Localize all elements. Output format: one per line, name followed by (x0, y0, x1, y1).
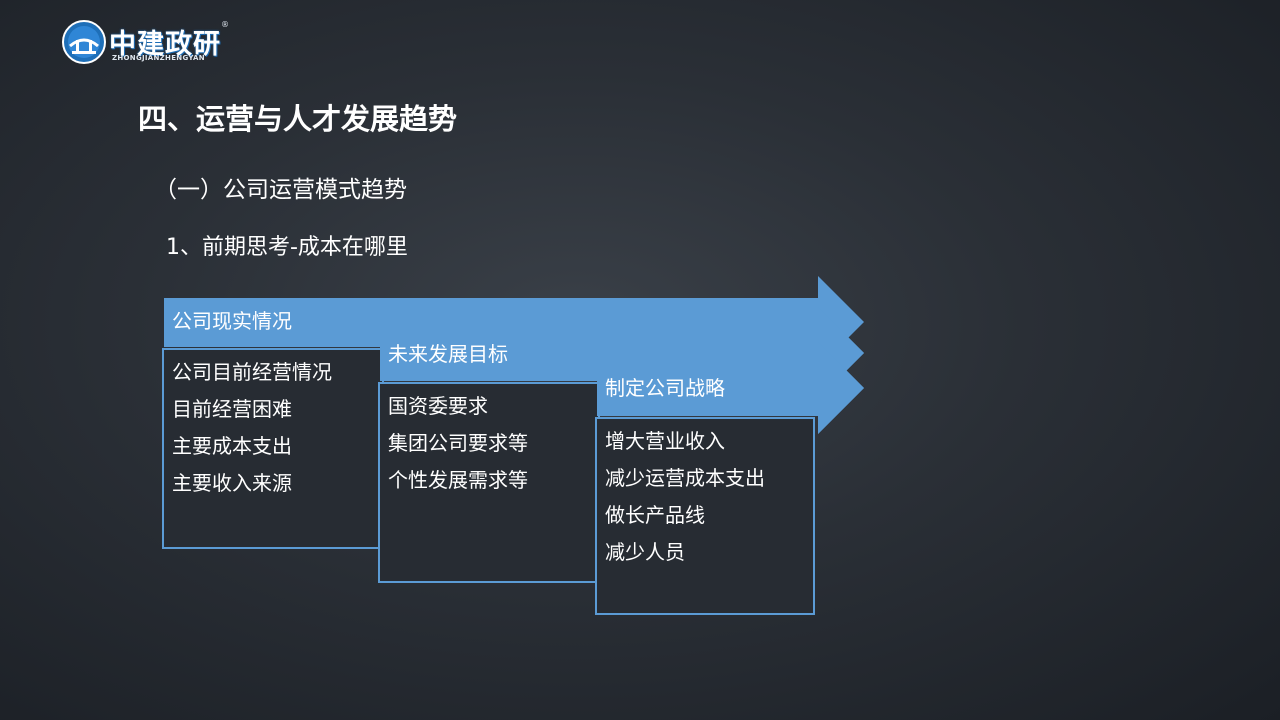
list-item: 集团公司要求等 (388, 431, 528, 455)
list-item: 增大营业收入 (605, 429, 725, 453)
step-1-list: 公司目前经营情况 目前经营困难 主要成本支出 主要收入来源 (164, 350, 382, 502)
step-3-list: 增大营业收入 减少运营成本支出 做长产品线 减少人员 (597, 419, 813, 571)
list-item: 目前经营困难 (172, 397, 292, 421)
step-3-label: 制定公司战略 (605, 376, 725, 400)
list-item: 减少运营成本支出 (605, 466, 765, 490)
list-item: 做长产品线 (605, 503, 705, 527)
list-item: 减少人员 (605, 540, 685, 564)
list-item: 主要收入来源 (172, 471, 292, 495)
step-2-list: 国资委要求 集团公司要求等 个性发展需求等 (380, 384, 598, 499)
section-heading: 1、前期思考-成本在哪里 (166, 235, 408, 260)
list-item: 主要成本支出 (172, 434, 292, 458)
logo-subtitle: ZHONGJIANZHENGYAN (112, 54, 205, 62)
logo-name: 中建政研 (109, 29, 221, 60)
section-subtitle: （一）公司运营模式趋势 (154, 177, 407, 203)
registered-mark: ® (221, 20, 229, 29)
step-1-box: 公司目前经营情况 目前经营困难 主要成本支出 主要收入来源 (162, 348, 384, 549)
step-1-label: 公司现实情况 (172, 309, 292, 333)
step-2-box: 国资委要求 集团公司要求等 个性发展需求等 (378, 382, 600, 583)
company-logo: 中建政研 ® ZHONGJIANZHENGYAN (62, 20, 237, 64)
list-item: 国资委要求 (388, 394, 488, 418)
step-2-label: 未来发展目标 (388, 342, 508, 366)
page-title: 四、运营与人才发展趋势 (138, 102, 458, 136)
list-item: 公司目前经营情况 (172, 360, 332, 384)
list-item: 个性发展需求等 (388, 468, 528, 492)
step-3-box: 增大营业收入 减少运营成本支出 做长产品线 减少人员 (595, 417, 815, 615)
logo-emblem-icon (62, 20, 106, 64)
